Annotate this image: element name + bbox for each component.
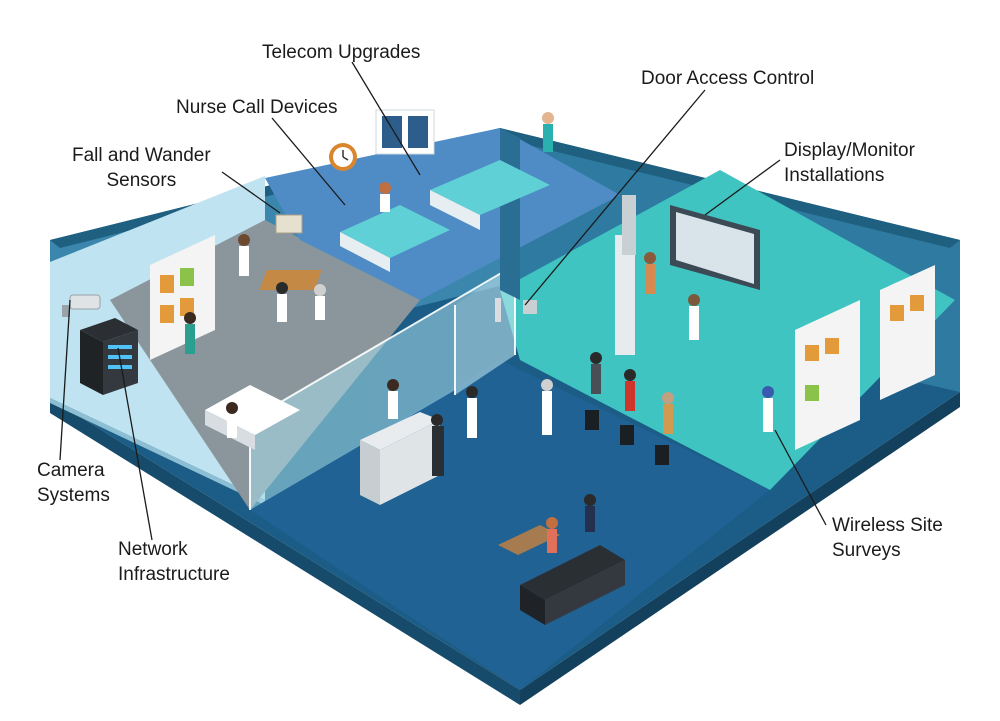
bedside-rug <box>259 270 322 290</box>
patient-room-floor <box>265 128 620 300</box>
bookshelf-icon <box>150 235 215 360</box>
label-wireless-site-surveys: Wireless Site Surveys <box>832 515 943 561</box>
waiting-chairs <box>585 410 669 465</box>
label-nurse-call-devices: Nurse Call Devices <box>176 97 338 118</box>
leader-telecom <box>351 61 421 176</box>
patient-bed <box>340 160 550 272</box>
coffee-table <box>498 525 560 555</box>
display-monitor <box>670 205 760 290</box>
label-display-monitor-installations: Display/Monitor Installations <box>784 140 915 186</box>
label-fall-wander-sensors: Fall and Wander Sensors <box>72 145 211 191</box>
leader-fall-wander <box>221 171 281 214</box>
imaging-machine <box>615 195 636 355</box>
label-network-infrastructure: Network Infrastructure <box>118 539 230 585</box>
leader-nurse-call <box>271 117 346 206</box>
leader-lines <box>59 61 827 541</box>
label-camera-systems: Camera Systems <box>37 460 110 506</box>
fall-sensor-device <box>275 214 303 234</box>
leader-door-access <box>524 89 706 306</box>
divider-wall <box>500 128 520 300</box>
server-rack-icon <box>80 318 138 395</box>
leader-network <box>117 347 153 541</box>
leader-display-monitor <box>704 159 781 216</box>
label-telecom-upgrades: Telecom Upgrades <box>262 42 421 63</box>
reception-desk-icon <box>360 412 440 505</box>
label-door-access-control: Door Access Control <box>641 68 815 89</box>
bookshelf-icon <box>795 265 935 450</box>
sofa-icon <box>520 545 625 625</box>
glass-partitions <box>250 265 515 510</box>
leader-camera <box>59 299 71 461</box>
glass-frame <box>249 263 516 510</box>
people <box>184 112 774 553</box>
wall-clock-icon <box>329 143 357 171</box>
leader-wireless <box>774 429 827 526</box>
